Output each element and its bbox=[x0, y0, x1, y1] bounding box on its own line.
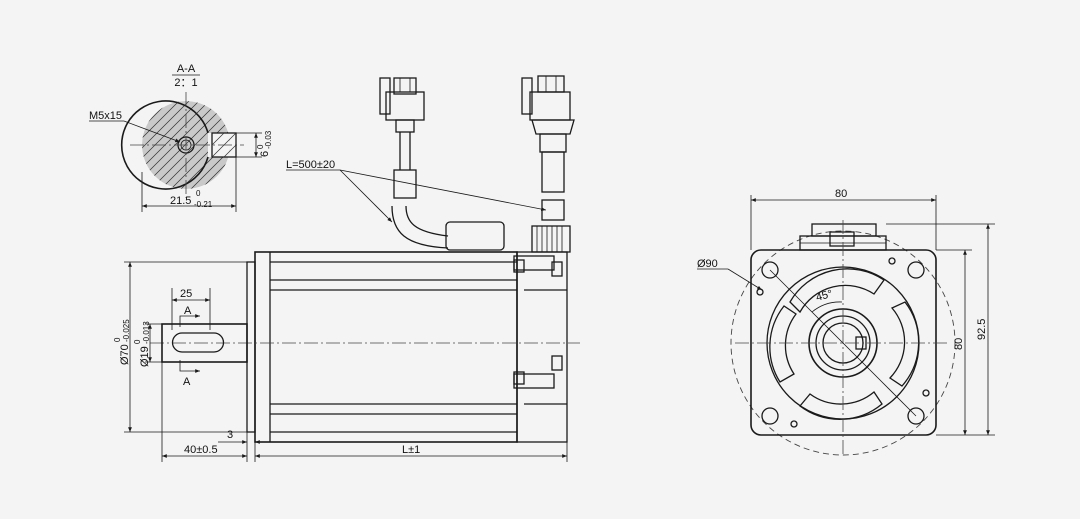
side-view: L=500±20 bbox=[113, 75, 580, 462]
shaft-length-value: 25 bbox=[180, 288, 192, 300]
thread-label: M5x15 bbox=[89, 110, 122, 122]
motor-shaft bbox=[161, 323, 248, 363]
key-width-tol-upper: 0 bbox=[256, 144, 265, 149]
body-length-value: L±1 bbox=[402, 444, 420, 456]
pilot-dia-dimension: Ø70 0 -0.025 bbox=[113, 319, 131, 365]
flange-square bbox=[750, 249, 937, 436]
section-title: A-A bbox=[177, 63, 196, 75]
section-view: A-A 2：1 bbox=[89, 63, 273, 212]
shaft-tol-lower: -0.013 bbox=[142, 321, 151, 344]
angle-label: 45° bbox=[815, 288, 834, 304]
bolt-circle-label: Ø90 bbox=[697, 258, 718, 270]
overall-height-value: 92.5 bbox=[976, 319, 988, 340]
section-cut-marker-bottom: A bbox=[179, 360, 200, 388]
section-mark-bottom: A bbox=[183, 376, 191, 388]
motor-body bbox=[246, 251, 568, 443]
bolt-circle bbox=[730, 230, 956, 456]
shaft-dia-value: Ø19 bbox=[139, 346, 151, 367]
front-view: 45° Ø90 80 80 92.5 bbox=[697, 188, 995, 456]
shaft-extension-value: 40±0.5 bbox=[184, 444, 218, 456]
section-mark-top: A bbox=[184, 305, 192, 317]
shaft-tol-upper: 0 bbox=[133, 339, 142, 344]
terminal-box bbox=[445, 221, 505, 251]
pilot-dia-value: Ø70 bbox=[119, 344, 131, 365]
pilot-tol-lower: -0.025 bbox=[122, 319, 131, 342]
encoder-connector-left bbox=[379, 77, 425, 199]
shaft-dia-dimension: Ø19 0 -0.013 bbox=[133, 321, 151, 367]
key-width-tol-lower: -0.03 bbox=[264, 130, 273, 149]
cable-length-label: L=500±20 bbox=[286, 159, 335, 171]
cable-gland bbox=[531, 225, 571, 253]
front-width-value: 80 bbox=[835, 188, 847, 200]
section-cut-marker-top: A bbox=[179, 305, 200, 327]
power-connector-right bbox=[521, 75, 575, 221]
mounting-holes bbox=[756, 257, 930, 428]
flange-thickness-value: 3 bbox=[227, 429, 233, 441]
pilot-tol-upper: 0 bbox=[113, 337, 122, 342]
shaft-cross-section bbox=[120, 100, 230, 190]
front-height-value: 80 bbox=[953, 338, 965, 350]
section-height-value: 21.5 bbox=[170, 195, 191, 207]
section-scale: 2：1 bbox=[174, 77, 197, 89]
section-height-tol-upper: 0 bbox=[196, 189, 201, 198]
key-width-dimension: 6 0 -0.03 bbox=[256, 130, 273, 157]
key-width-value: 6 bbox=[259, 151, 271, 157]
section-height-tol-lower: -0.21 bbox=[194, 200, 213, 209]
